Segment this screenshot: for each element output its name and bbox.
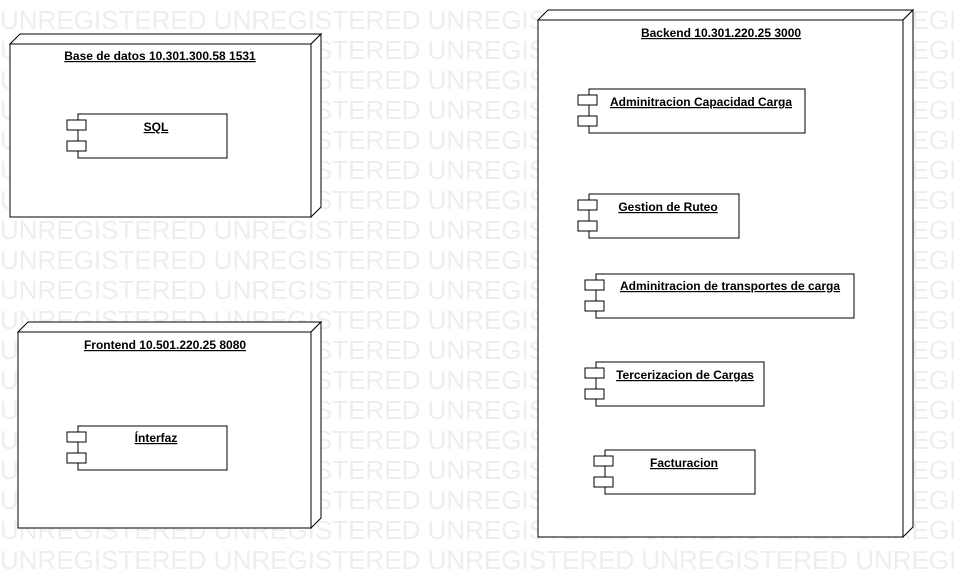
component-gestion-ruteo-port-icon xyxy=(577,220,598,232)
component-gestion-ruteo-label: Gestion de Ruteo xyxy=(618,200,717,214)
component-facturacion-port-icon xyxy=(593,476,614,488)
component-sql-port-icon xyxy=(66,119,87,131)
node-database-title: Base de datos 10.301.300.58 1531 xyxy=(64,49,256,63)
component-tercerizacion-body xyxy=(595,361,765,407)
node-backend[interactable]: Backend 10.301.220.25 3000 Adminitracion… xyxy=(536,8,915,539)
component-capacidad-carga[interactable]: Adminitracion Capacidad Carga xyxy=(577,88,806,134)
component-gestion-ruteo-body xyxy=(588,193,740,239)
component-sql-body xyxy=(77,113,228,159)
node-database[interactable]: Base de datos 10.301.300.58 1531 SQL xyxy=(8,32,323,219)
component-capacidad-carga-port-icon xyxy=(577,94,598,106)
node-frontend-side-face xyxy=(310,320,322,530)
component-capacidad-carga-port-icon xyxy=(577,115,598,127)
component-sql[interactable]: SQL xyxy=(66,113,228,159)
component-tercerizacion-port-icon xyxy=(584,388,605,400)
component-interfaz-body xyxy=(77,425,228,471)
component-capacidad-carga-label: Adminitracion Capacidad Carga xyxy=(610,95,792,109)
component-facturacion-body xyxy=(604,449,756,495)
component-facturacion-port-icon xyxy=(593,455,614,467)
component-transportes-carga-label: Adminitracion de transportes de carga xyxy=(620,279,840,293)
component-transportes-carga-body xyxy=(595,273,855,319)
component-interfaz-port-icon xyxy=(66,452,87,464)
node-frontend[interactable]: Frontend 10.501.220.25 8080 Ínterfaz xyxy=(16,320,323,530)
node-database-side-face xyxy=(310,32,322,219)
component-interfaz[interactable]: Ínterfaz xyxy=(66,425,228,471)
component-sql-port-icon xyxy=(66,140,87,152)
node-database-top-face xyxy=(8,33,323,45)
component-transportes-carga[interactable]: Adminitracion de transportes de carga xyxy=(584,273,855,319)
node-frontend-top-face xyxy=(16,321,323,333)
node-frontend-title: Frontend 10.501.220.25 8080 xyxy=(84,338,246,352)
component-facturacion[interactable]: Facturacion xyxy=(593,449,756,495)
component-sql-label: SQL xyxy=(144,120,169,134)
component-gestion-ruteo-port-icon xyxy=(577,199,598,211)
component-tercerizacion[interactable]: Tercerizacion de Cargas xyxy=(584,361,765,407)
component-facturacion-label: Facturacion xyxy=(650,456,718,470)
component-transportes-carga-port-icon xyxy=(584,279,605,291)
node-backend-side-face xyxy=(902,8,914,539)
component-gestion-ruteo[interactable]: Gestion de Ruteo xyxy=(577,193,740,239)
component-tercerizacion-label: Tercerizacion de Cargas xyxy=(616,368,754,382)
component-interfaz-label: Ínterfaz xyxy=(135,430,178,445)
component-interfaz-port-icon xyxy=(66,431,87,443)
node-backend-top-face xyxy=(536,9,915,21)
component-transportes-carga-port-icon xyxy=(584,300,605,312)
component-capacidad-carga-body xyxy=(588,88,806,134)
component-tercerizacion-port-icon xyxy=(584,367,605,379)
node-backend-title: Backend 10.301.220.25 3000 xyxy=(641,26,801,40)
